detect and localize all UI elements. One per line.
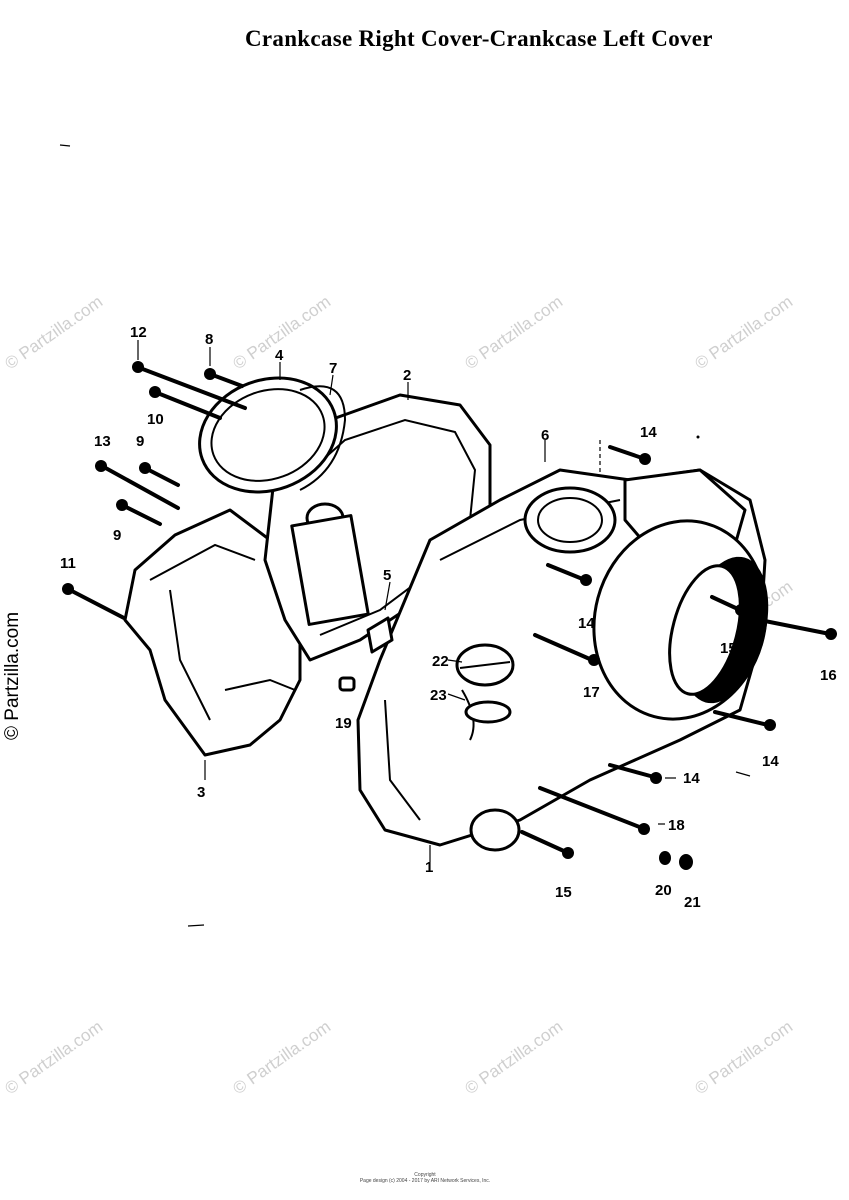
watermark: © Partzilla.com xyxy=(461,292,566,373)
part-7-seal xyxy=(299,385,347,491)
watermark-side: © Partzilla.com xyxy=(2,612,23,740)
callout-2: 2 xyxy=(403,367,411,384)
bolt-14-upper-mid xyxy=(546,563,587,582)
callout-1: 1 xyxy=(425,859,433,876)
watermark: © Partzilla.com xyxy=(229,1017,334,1098)
part-19-dowel xyxy=(338,676,356,692)
callout-6: 6 xyxy=(541,427,549,444)
watermark: © Partzilla.com xyxy=(1,292,106,373)
bolt-17 xyxy=(533,633,594,662)
callout-21: 21 xyxy=(684,894,701,911)
part-21-nut xyxy=(679,854,693,870)
watermark: © Partzilla.com xyxy=(461,1017,566,1098)
part-5-plug xyxy=(366,616,394,654)
part-4-gasket xyxy=(198,376,338,494)
part-1-drain-boss xyxy=(469,808,521,852)
watermark: © Partzilla.com xyxy=(691,292,796,373)
callout-18: 18 xyxy=(668,817,685,834)
callout-4: 4 xyxy=(275,347,284,364)
page-design-credit: Page design (c) 2004 - 2017 by ARI Netwo… xyxy=(359,1178,491,1184)
callout-19: 19 xyxy=(335,715,352,732)
callout-10: 10 xyxy=(147,411,164,428)
callout-5: 5 xyxy=(383,567,391,584)
leader-lines xyxy=(137,340,676,862)
callout-23: 23 xyxy=(430,687,447,704)
callout-9: 9 xyxy=(113,527,121,544)
callout-15: 15 xyxy=(555,884,572,901)
bolt-10-left xyxy=(153,390,222,420)
bolt-11 xyxy=(66,587,126,620)
bolt-14-right xyxy=(713,710,770,727)
callout-13: 13 xyxy=(94,433,111,450)
callout-20: 20 xyxy=(655,882,672,899)
part-20-washer xyxy=(659,851,671,865)
callout-9: 9 xyxy=(136,433,144,450)
part-23-o-ring xyxy=(464,700,512,724)
bolt-14-top xyxy=(608,445,647,461)
callout-14: 14 xyxy=(683,770,700,787)
watermark: © Partzilla.com xyxy=(1,1017,106,1098)
callout-22: 22 xyxy=(432,653,449,670)
bolt-12 xyxy=(138,366,247,410)
bolt-15-lower xyxy=(520,830,568,854)
bolt-9-lower xyxy=(120,503,162,526)
callout-17: 17 xyxy=(583,684,600,701)
callout-16: 16 xyxy=(820,667,837,684)
callout-12: 12 xyxy=(130,324,147,341)
bolt-9-upper xyxy=(143,466,180,487)
callout-11: 11 xyxy=(60,555,76,572)
callout-14: 14 xyxy=(762,753,779,770)
watermark: © Partzilla.com xyxy=(691,1017,796,1098)
callout-8: 8 xyxy=(205,331,213,348)
callouts: 12 8 4 7 2 10 13 9 9 6 14 11 5 14 15 16 … xyxy=(60,324,837,911)
callout-3: 3 xyxy=(197,784,205,801)
callout-14: 14 xyxy=(640,424,657,441)
bolt-14-lower xyxy=(608,763,656,779)
bolt-15-right xyxy=(710,595,742,612)
bolt-13 xyxy=(100,464,180,510)
callout-15: 15 xyxy=(720,640,737,657)
page-title: Crankcase Right Cover-Crankcase Left Cov… xyxy=(245,26,713,51)
part-3-left-cover xyxy=(123,508,302,757)
bolt-16 xyxy=(758,618,832,636)
bolt-18 xyxy=(538,786,644,830)
bolts-layer xyxy=(62,361,837,859)
callout-14: 14 xyxy=(578,615,595,632)
copyright-footer: Copyright Page design (c) 2004 - 2017 by… xyxy=(340,1172,510,1184)
callout-7: 7 xyxy=(329,360,337,377)
part-2-bracket xyxy=(290,514,370,626)
copyright-line: Copyright xyxy=(414,1172,436,1178)
